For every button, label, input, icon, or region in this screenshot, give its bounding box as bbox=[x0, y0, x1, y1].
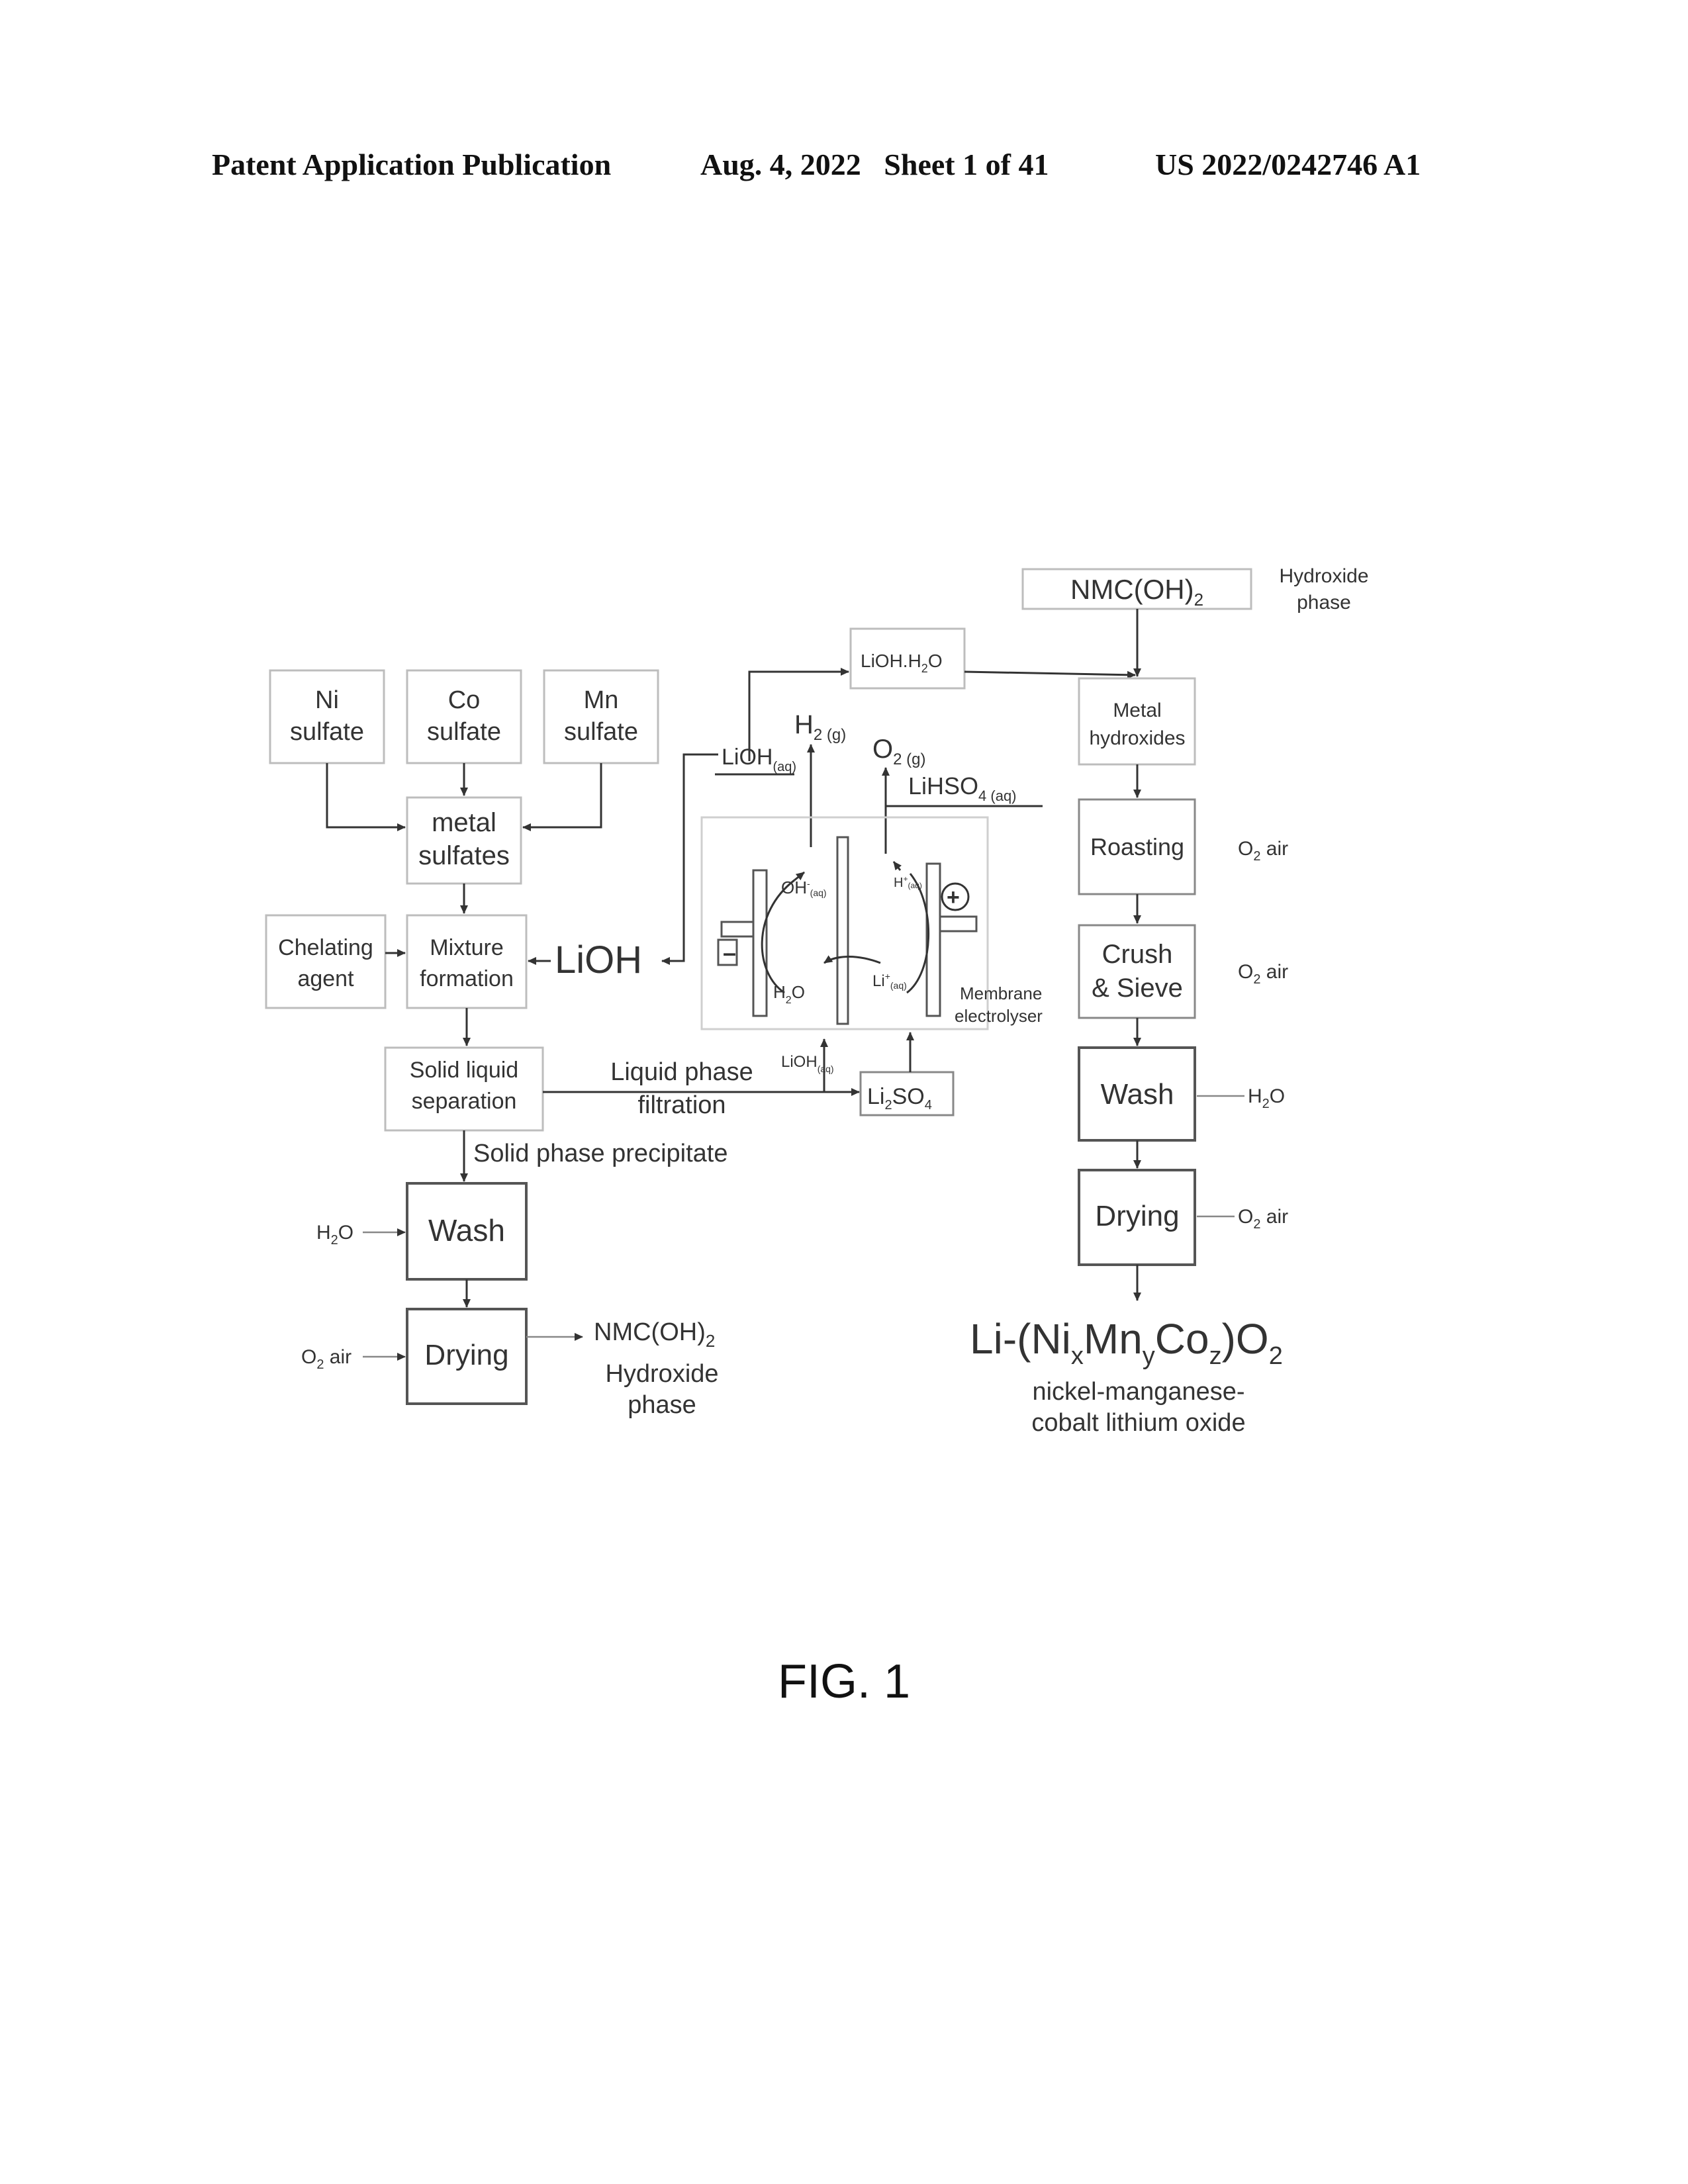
o2-air-right-3: O2 air bbox=[1238, 1206, 1288, 1232]
solid-liquid-separation-box: Solid liquid separation bbox=[385, 1048, 543, 1130]
li2so4-label: Li2SO4 bbox=[867, 1084, 932, 1113]
solid-phase-label: Solid phase precipitate bbox=[473, 1140, 727, 1167]
crush-label-2: & Sieve bbox=[1092, 974, 1183, 1003]
chelating-agent-box: Chelating agent bbox=[266, 915, 385, 1008]
lioh-aq-bottom-label: LiOH(aq) bbox=[781, 1053, 834, 1074]
mixture-formation-box: Mixture formation bbox=[407, 915, 526, 1008]
o2-air-right-2: O2 air bbox=[1238, 961, 1288, 987]
metal-hydroxides-label-2: hydroxides bbox=[1089, 727, 1185, 749]
membrane-plate bbox=[837, 837, 848, 1024]
ni-sulfate-label-2: sulfate bbox=[290, 718, 364, 746]
figure-label: FIG. 1 bbox=[0, 1655, 1688, 1709]
drying-right-label: Drying bbox=[1095, 1200, 1179, 1232]
lioh-aq-top-label: LiOH(aq) bbox=[722, 745, 796, 774]
wash-right-label: Wash bbox=[1101, 1078, 1174, 1111]
nmc-left-label-3: phase bbox=[628, 1391, 696, 1419]
ni-sulfate-box: Ni sulfate bbox=[270, 670, 384, 763]
drying-left-label: Drying bbox=[424, 1339, 508, 1371]
lihso4-label: LiHSO4 (aq) bbox=[908, 772, 1017, 804]
slsep-label-2: separation bbox=[412, 1089, 517, 1114]
chelating-label-2: agent bbox=[297, 966, 354, 991]
minus-sign: – bbox=[723, 939, 736, 966]
roasting-box: Roasting bbox=[1079, 799, 1195, 894]
chelating-label-1: Chelating bbox=[278, 935, 373, 960]
mixture-label-2: formation bbox=[420, 966, 514, 991]
nmc-left-label-2: Hydroxide bbox=[605, 1360, 718, 1388]
product-name-2: cobalt lithium oxide bbox=[1031, 1409, 1245, 1437]
oh-aq-label: OH-(aq) bbox=[781, 878, 827, 898]
h2g-label: H2 (g) bbox=[794, 710, 846, 744]
lioh-h2o-box: LiOH.H2O bbox=[851, 629, 964, 688]
ni-sulfate-label-1: Ni bbox=[315, 686, 339, 714]
drying-right-box: Drying bbox=[1079, 1170, 1195, 1265]
o2-air-right-1: O2 air bbox=[1238, 838, 1288, 864]
metal-sulfates-box: metal sulfates bbox=[407, 797, 521, 884]
wash-left-box: Wash bbox=[407, 1183, 526, 1279]
anode-tab bbox=[940, 917, 976, 931]
o2g-label: O2 (g) bbox=[872, 735, 925, 768]
lioh-big-label: LiOH bbox=[555, 938, 642, 981]
mn-sulfate-label-1: Mn bbox=[584, 686, 619, 714]
cathode-plate bbox=[753, 870, 767, 1016]
h2o-left-label: H2O bbox=[316, 1222, 353, 1248]
membrane-electrolyser-label-1: Membrane bbox=[960, 983, 1042, 1003]
metal-hydroxides-label-1: Metal bbox=[1113, 700, 1161, 721]
nmc-left-formula: NMC(OH)2 bbox=[594, 1318, 715, 1351]
co-sulfate-label-2: sulfate bbox=[427, 718, 501, 746]
liquid-phase-label-2: filtration bbox=[637, 1091, 726, 1119]
wash-right-box: Wash bbox=[1079, 1048, 1195, 1140]
metal-sulfates-label-2: sulfates bbox=[418, 841, 510, 870]
mixture-label-1: Mixture bbox=[430, 935, 503, 960]
mn-sulfate-label-2: sulfate bbox=[564, 718, 638, 746]
nmc-oh2-right-box: NMC(OH)2 bbox=[1023, 569, 1251, 610]
hydroxide-right-label-1: Hydroxide bbox=[1279, 565, 1368, 587]
drying-left-box: Drying bbox=[407, 1309, 526, 1404]
h-plus-label: H+(aq) bbox=[894, 874, 922, 890]
roasting-label: Roasting bbox=[1090, 833, 1184, 860]
product-name-1: nickel-manganese- bbox=[1032, 1378, 1244, 1406]
liquid-phase-label-1: Liquid phase bbox=[610, 1058, 753, 1086]
crush-label-1: Crush bbox=[1102, 940, 1173, 969]
metal-sulfates-label-1: metal bbox=[432, 808, 496, 837]
membrane-electrolyser-label-2: electrolyser bbox=[955, 1006, 1043, 1026]
product-formula: Li-(NixMnyCoz)O2 bbox=[970, 1315, 1283, 1370]
h2o-right-label: H2O bbox=[1248, 1085, 1285, 1111]
plus-sign: + bbox=[947, 885, 960, 910]
mn-sulfate-box: Mn sulfate bbox=[544, 670, 658, 763]
wash-left-label: Wash bbox=[428, 1213, 505, 1248]
co-sulfate-label-1: Co bbox=[448, 686, 481, 714]
co-sulfate-box: Co sulfate bbox=[407, 670, 521, 763]
li-plus-label: Li+(aq) bbox=[872, 971, 907, 991]
h2o-cell-label: H2O bbox=[773, 982, 805, 1006]
metal-hydroxides-box: Metal hydroxides bbox=[1079, 678, 1195, 764]
hydroxide-right-label-2: phase bbox=[1297, 592, 1351, 614]
crush-sieve-box: Crush & Sieve bbox=[1079, 925, 1195, 1018]
o2-air-left-label: O2 air bbox=[301, 1346, 352, 1372]
cathode-tab bbox=[722, 922, 753, 936]
li2so4-box: Li2SO4 bbox=[861, 1072, 953, 1115]
nmc-right-formula: NMC(OH)2 bbox=[1070, 574, 1203, 610]
slsep-label-1: Solid liquid bbox=[410, 1058, 518, 1083]
